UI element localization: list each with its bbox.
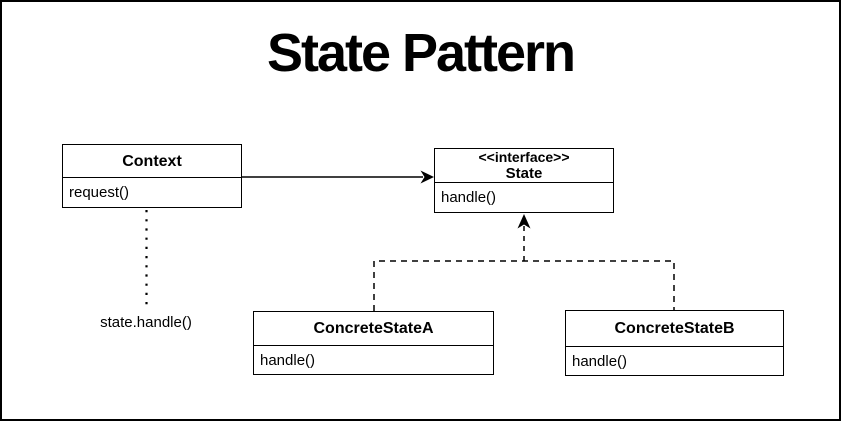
class-header-concrete-state-b: ConcreteStateB bbox=[566, 311, 783, 347]
realization-arrowhead-up-icon bbox=[517, 214, 531, 229]
class-name-context: Context bbox=[122, 152, 182, 170]
class-name-state: State bbox=[505, 165, 543, 182]
class-box-state: <<interface>> State handle() bbox=[434, 148, 614, 213]
class-stereotype-state: <<interface>> bbox=[478, 149, 570, 165]
class-header-state: <<interface>> State bbox=[435, 149, 613, 183]
class-box-concrete-state-a: ConcreteStateA handle() bbox=[253, 311, 494, 375]
delegation-note: state.handle() bbox=[100, 314, 192, 331]
class-name-concrete-state-a: ConcreteStateA bbox=[313, 320, 434, 337]
class-box-context: Context request() bbox=[62, 144, 242, 208]
class-header-context: Context bbox=[63, 145, 241, 178]
realization-dashed-path bbox=[373, 260, 675, 311]
class-method-state-handle: handle() bbox=[441, 189, 497, 206]
class-box-concrete-state-b: ConcreteStateB handle() bbox=[565, 310, 784, 376]
class-method-concrete-state-a-handle: handle() bbox=[260, 351, 316, 369]
class-name-concrete-state-b: ConcreteStateB bbox=[614, 320, 735, 337]
association-arrowhead-right-icon bbox=[420, 170, 434, 184]
diagram-title: State Pattern bbox=[266, 23, 576, 83]
class-header-concrete-state-a: ConcreteStateA bbox=[254, 312, 493, 346]
class-method-concrete-state-b-handle: handle() bbox=[572, 352, 628, 370]
class-method-request: request() bbox=[69, 184, 130, 201]
